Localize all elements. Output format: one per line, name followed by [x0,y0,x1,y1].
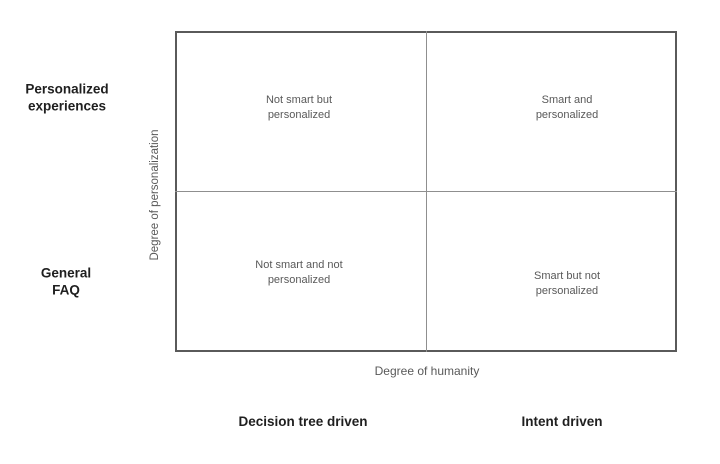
column-label-intent-driven: Intent driven [521,413,603,429]
quadrant-bottom-left-label: Not smart and not personalized [255,259,343,286]
quadrant-top-right-label: Smart and personalized [535,94,599,121]
y-axis-label: Degree of personalization [149,129,161,261]
column-label-decision-tree-driven: Decision tree driven [238,413,368,429]
row-label-personalized-experiences: Personalized experiences [25,81,109,114]
x-axis-label: Degree of humanity [374,364,480,378]
matrix-horizontal-divider [175,191,677,192]
quadrant-bottom-right-label: Smart but not personalized [533,270,601,297]
quadrant-top-left-label: Not smart but personalized [265,94,333,121]
row-label-general-faq: General FAQ [40,265,92,298]
